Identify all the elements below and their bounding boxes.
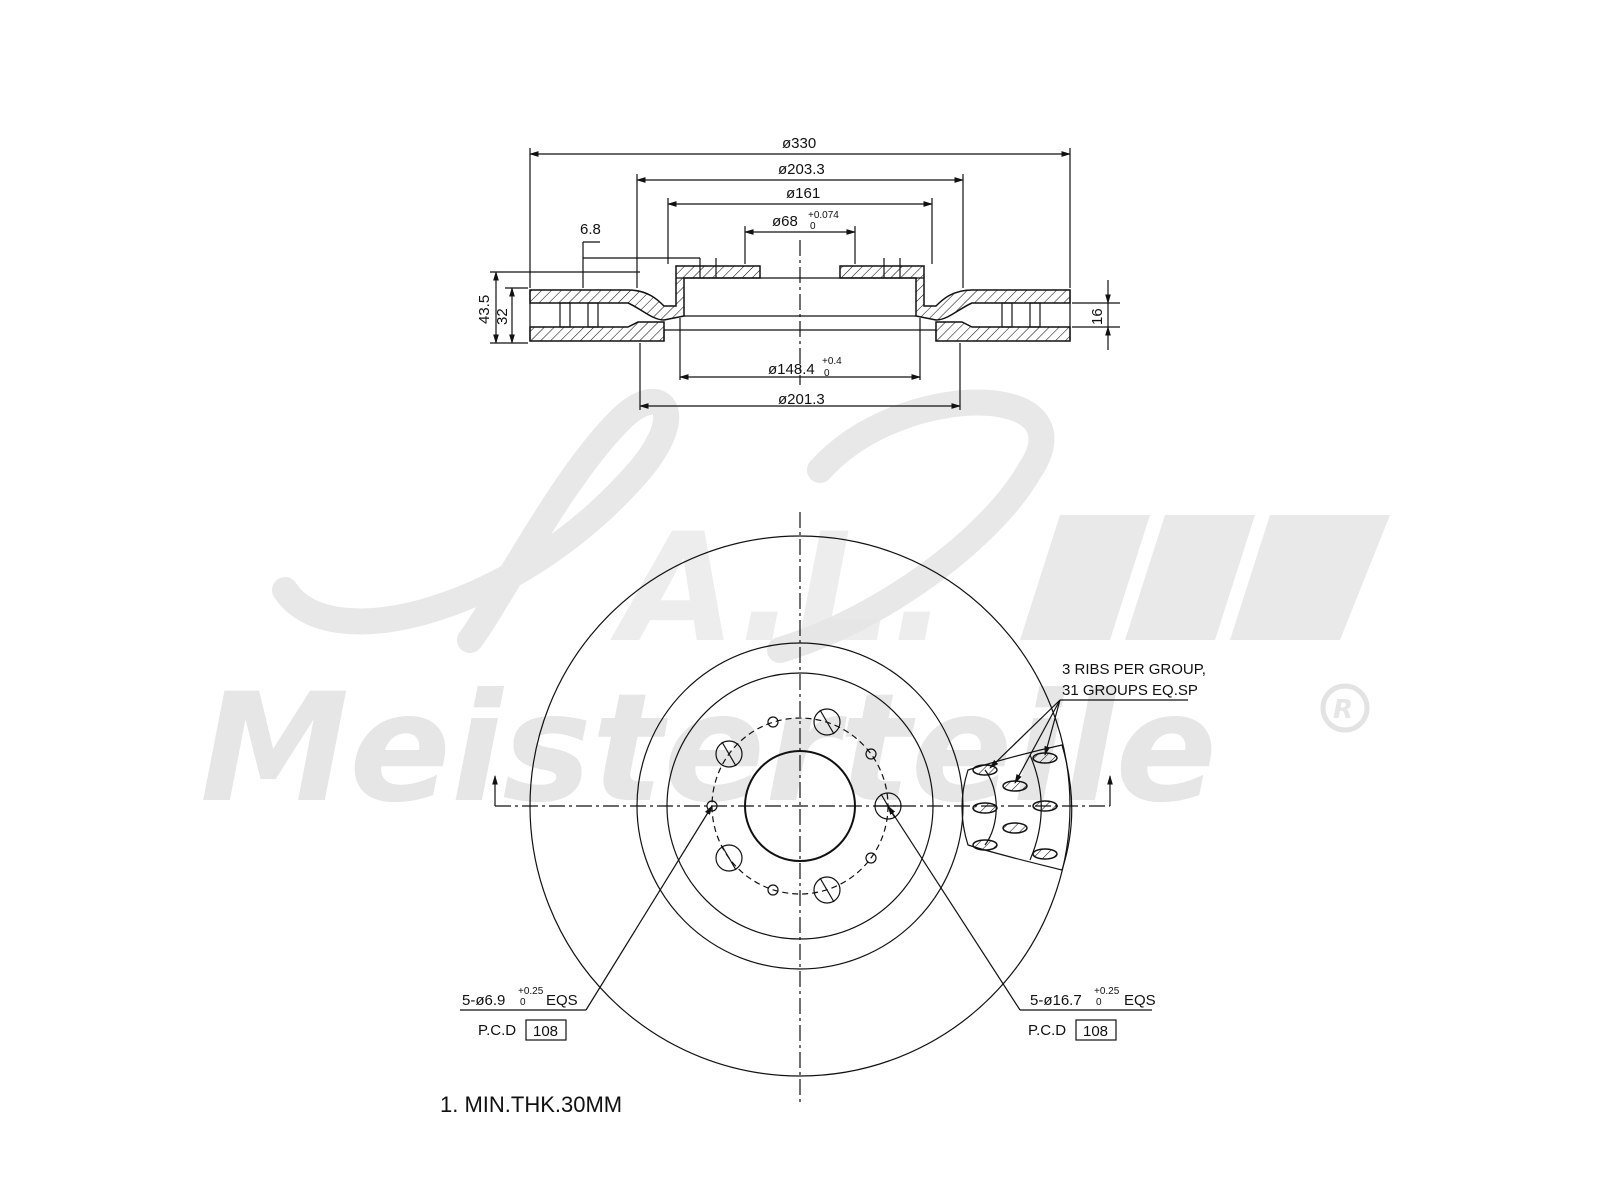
dim-center-bore-tol-upper: +0.074 xyxy=(808,210,839,221)
dim-hat-height: 32 xyxy=(494,308,511,325)
dim-inner-tol-lower: 0 xyxy=(824,368,830,379)
section-left-top-plate xyxy=(529,265,761,321)
small-hole xyxy=(865,748,877,760)
small-holes-pcd-box xyxy=(525,1019,567,1041)
dim-outer-diameter: ø330 xyxy=(782,135,816,152)
bolt-holes-pcd-box xyxy=(1075,1019,1117,1041)
rib-slots xyxy=(972,752,1058,860)
plan-view: 3 RIBS PER GROUP, 31 GROUPS EQ.SP 5-ø6.9… xyxy=(460,512,1206,1102)
disc-outer-edge xyxy=(529,535,1071,1077)
watermark-swoosh xyxy=(272,388,1055,663)
center-bore xyxy=(744,750,856,862)
dim-diameter-161: ø161 xyxy=(786,185,820,202)
small-holes-leader xyxy=(460,805,713,1011)
dim-center-bore: ø68 xyxy=(772,213,798,230)
dim-center-bore-tol-lower: 0 xyxy=(810,221,816,232)
dim-diameter-201: ø201.3 xyxy=(778,391,825,408)
small-holes-tol-lower: 0 xyxy=(520,997,526,1008)
bolt-holes-pcd-label: P.C.D xyxy=(1028,1022,1066,1039)
bolt-holes-spec: 5-ø16.7 xyxy=(1030,992,1082,1009)
section-extension-lines xyxy=(490,148,1120,410)
section-outline xyxy=(529,258,1071,341)
bolt-hole xyxy=(813,708,841,736)
section-dimension-lines xyxy=(493,151,1111,409)
small-hole xyxy=(767,716,779,728)
section-vent-ribs xyxy=(559,302,1041,328)
section-right-bottom-plate xyxy=(935,321,1071,342)
section-left-bottom-plate xyxy=(529,321,665,342)
small-holes-pcd-value: 108 xyxy=(533,1023,558,1040)
rib-detail xyxy=(961,744,1073,871)
hat-inner-circle xyxy=(666,672,934,940)
watermark-registered-mark: R xyxy=(1333,695,1353,725)
watermark: A.L. Meisterteile R xyxy=(200,388,1390,836)
watermark-initials: A.L. xyxy=(610,502,948,676)
small-holes-spec: 5-ø6.9 xyxy=(462,992,505,1009)
section-view: ø330 ø203.3 ø161 ø68 +0.074 0 6.8 43.5 3… xyxy=(476,135,1120,410)
note-min-thickness: 1. MIN.THK.30MM xyxy=(440,1092,622,1117)
section-right-top-plate xyxy=(839,265,1071,321)
small-hole xyxy=(865,852,877,864)
dim-total-height: 43.5 xyxy=(476,295,493,324)
bolt-holes-leader xyxy=(887,805,1152,1011)
dim-inner-tol-upper: +0.4 xyxy=(822,356,842,367)
hat-outer-circle xyxy=(636,642,964,970)
watermark-stripes xyxy=(1020,515,1390,640)
bolt-hole xyxy=(813,876,841,904)
dim-friction-thickness: 16 xyxy=(1089,308,1106,325)
small-holes-suffix: EQS xyxy=(546,992,578,1009)
small-holes-tol-upper: +0.25 xyxy=(518,986,544,997)
dim-inner-diameter: ø148.4 xyxy=(768,361,815,378)
small-holes-pcd-label: P.C.D xyxy=(478,1022,516,1039)
dim-hat-offset: 6.8 xyxy=(580,221,601,238)
dim-diameter-203: ø203.3 xyxy=(778,161,825,178)
rib-note-line1: 3 RIBS PER GROUP, xyxy=(1062,661,1206,678)
bolt-holes-pcd-value: 108 xyxy=(1083,1023,1108,1040)
bolt-holes-tol-lower: 0 xyxy=(1096,997,1102,1008)
small-hole xyxy=(767,884,779,896)
bolt-hole xyxy=(715,844,743,872)
rib-note-leaders xyxy=(989,699,1188,784)
bolt-holes-suffix: EQS xyxy=(1124,992,1156,1009)
bolt-holes-tol-upper: +0.25 xyxy=(1094,986,1120,997)
watermark-registered-circle xyxy=(1320,683,1370,733)
bolt-hole xyxy=(715,740,743,768)
rib-note-line2: 31 GROUPS EQ.SP xyxy=(1062,682,1198,699)
